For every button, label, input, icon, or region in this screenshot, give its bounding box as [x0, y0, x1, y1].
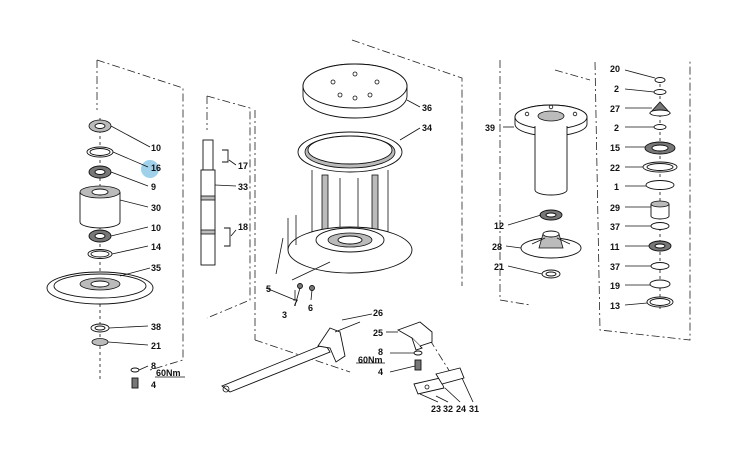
- label-4b: 4: [378, 367, 383, 377]
- part-20: [654, 77, 666, 83]
- lever-assembly: [221, 313, 474, 403]
- label-60nm-a: 60Nm: [156, 368, 181, 378]
- shaft-assembly: [200, 139, 237, 266]
- label-37b: 37: [610, 262, 620, 272]
- label-16: 16: [151, 163, 161, 173]
- label-37a: 37: [610, 222, 620, 232]
- ring-19: [649, 279, 671, 289]
- bushing-29: [650, 204, 670, 220]
- label-34: 34: [422, 123, 432, 133]
- blade-24: [435, 367, 465, 385]
- highlight-marker: [141, 160, 159, 178]
- label-17: 17: [238, 161, 248, 171]
- label-10b: 10: [151, 223, 161, 233]
- label-26: 26: [373, 308, 383, 318]
- label-21a: 21: [151, 341, 161, 351]
- label-20: 20: [610, 64, 620, 74]
- label-28: 28: [492, 242, 502, 252]
- label-32: 32: [443, 404, 453, 414]
- label-35: 35: [151, 263, 161, 273]
- ring-1: [645, 180, 675, 190]
- label-18: 18: [238, 222, 248, 232]
- lever-arm-26: [221, 343, 331, 393]
- label-8a: 8: [151, 361, 156, 371]
- left-hub-assembly: [46, 118, 159, 389]
- label-29: 29: [610, 203, 620, 213]
- label-31: 31: [469, 404, 479, 414]
- label-33: 33: [238, 182, 248, 192]
- ring-21: [91, 338, 109, 346]
- label-14: 14: [151, 242, 161, 252]
- label-9: 9: [151, 182, 156, 192]
- label-4a: 4: [151, 380, 156, 390]
- label-36: 36: [422, 103, 432, 113]
- label-25: 25: [373, 328, 383, 338]
- label-27: 27: [610, 104, 620, 114]
- part-2b: [653, 124, 667, 130]
- key-17: [222, 149, 229, 163]
- right-leaders: [624, 69, 656, 306]
- label-13: 13: [610, 301, 620, 311]
- label-2b: 2: [614, 123, 619, 133]
- label-11: 11: [610, 242, 620, 252]
- label-21b: 21: [494, 262, 504, 272]
- label-7: 7: [293, 298, 298, 308]
- bolt-7: [297, 283, 303, 289]
- bolt-4b: [414, 359, 422, 371]
- center-housing: [265, 63, 413, 303]
- washer-8: [130, 367, 140, 373]
- label-8b: 8: [378, 347, 383, 357]
- washer-8b: [413, 350, 423, 356]
- part-2a: [653, 89, 667, 95]
- label-6: 6: [308, 303, 313, 313]
- label-2a: 2: [614, 84, 619, 94]
- label-5: 5: [266, 284, 271, 294]
- label-12: 12: [494, 221, 504, 231]
- label-23: 23: [431, 404, 441, 414]
- bolt-6: [309, 285, 315, 291]
- pillar-assembly: [503, 104, 588, 279]
- label-19: 19: [610, 281, 620, 291]
- ring-37a: [650, 222, 670, 230]
- label-1: 1: [614, 182, 619, 192]
- label-22: 22: [610, 163, 620, 173]
- shaft-33-top: [202, 139, 214, 171]
- label-38: 38: [151, 322, 161, 332]
- bolt-4: [131, 377, 139, 389]
- label-10a: 10: [151, 143, 161, 153]
- label-24: 24: [456, 404, 466, 414]
- ring-37b: [650, 262, 670, 270]
- label-15: 15: [610, 143, 620, 153]
- key-18: [224, 227, 231, 247]
- shaft-33-body: [200, 169, 216, 266]
- housing-30: [79, 192, 121, 229]
- leader-34: [399, 127, 421, 141]
- label-3: 3: [282, 310, 287, 320]
- left-leaders: [107, 125, 185, 378]
- right-gear-stack: [642, 77, 678, 310]
- label-60nm-b: 60Nm: [358, 355, 383, 365]
- label-30: 30: [151, 203, 161, 213]
- label-39: 39: [485, 123, 495, 133]
- leader-36: [406, 99, 421, 108]
